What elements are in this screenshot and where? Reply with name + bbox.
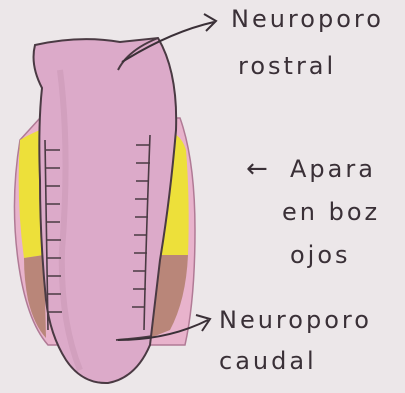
apara-label-line1: Apara — [290, 157, 376, 181]
apara-label-line2: en boz — [282, 200, 380, 224]
rostral-label-line2: rostral — [238, 54, 336, 78]
caudal-label-line1: Neuroporo — [219, 308, 372, 332]
caudal-label-line2: caudal — [219, 349, 317, 373]
apara-arrow-glyph: ← — [246, 156, 271, 182]
apara-label-line3: ojos — [290, 243, 351, 267]
rostral-label-line1: Neuroporo — [231, 7, 384, 31]
